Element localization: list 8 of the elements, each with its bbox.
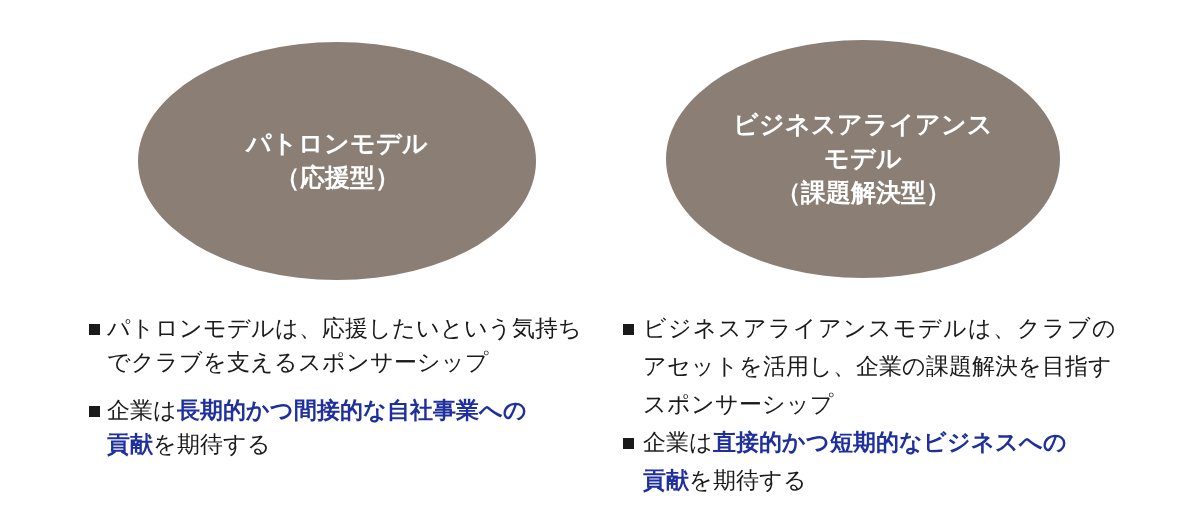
description-text: ビジネスアライアンスモデルは、クラブのアセットを活用し、企業の課題解決を目指すスポンサーシップ [643,314,1118,419]
model-title: パトロンモデル [246,128,428,160]
model-title: ビジネスアライアンスモデル [732,109,994,175]
description-text: パトロンモデルは、応援したいという気持ちでクラブを支えるスポンサーシップ [107,314,583,377]
description-text: 企業は長期的かつ間接的な自社事業への貢献を期待する [107,396,528,459]
description-text: 企業は直接的かつ短期的なビジネスへの貢献を期待する [643,428,1068,495]
model-subtitle: （応援型） [274,162,400,194]
model-subtitle: （課題解決型） [775,177,951,209]
